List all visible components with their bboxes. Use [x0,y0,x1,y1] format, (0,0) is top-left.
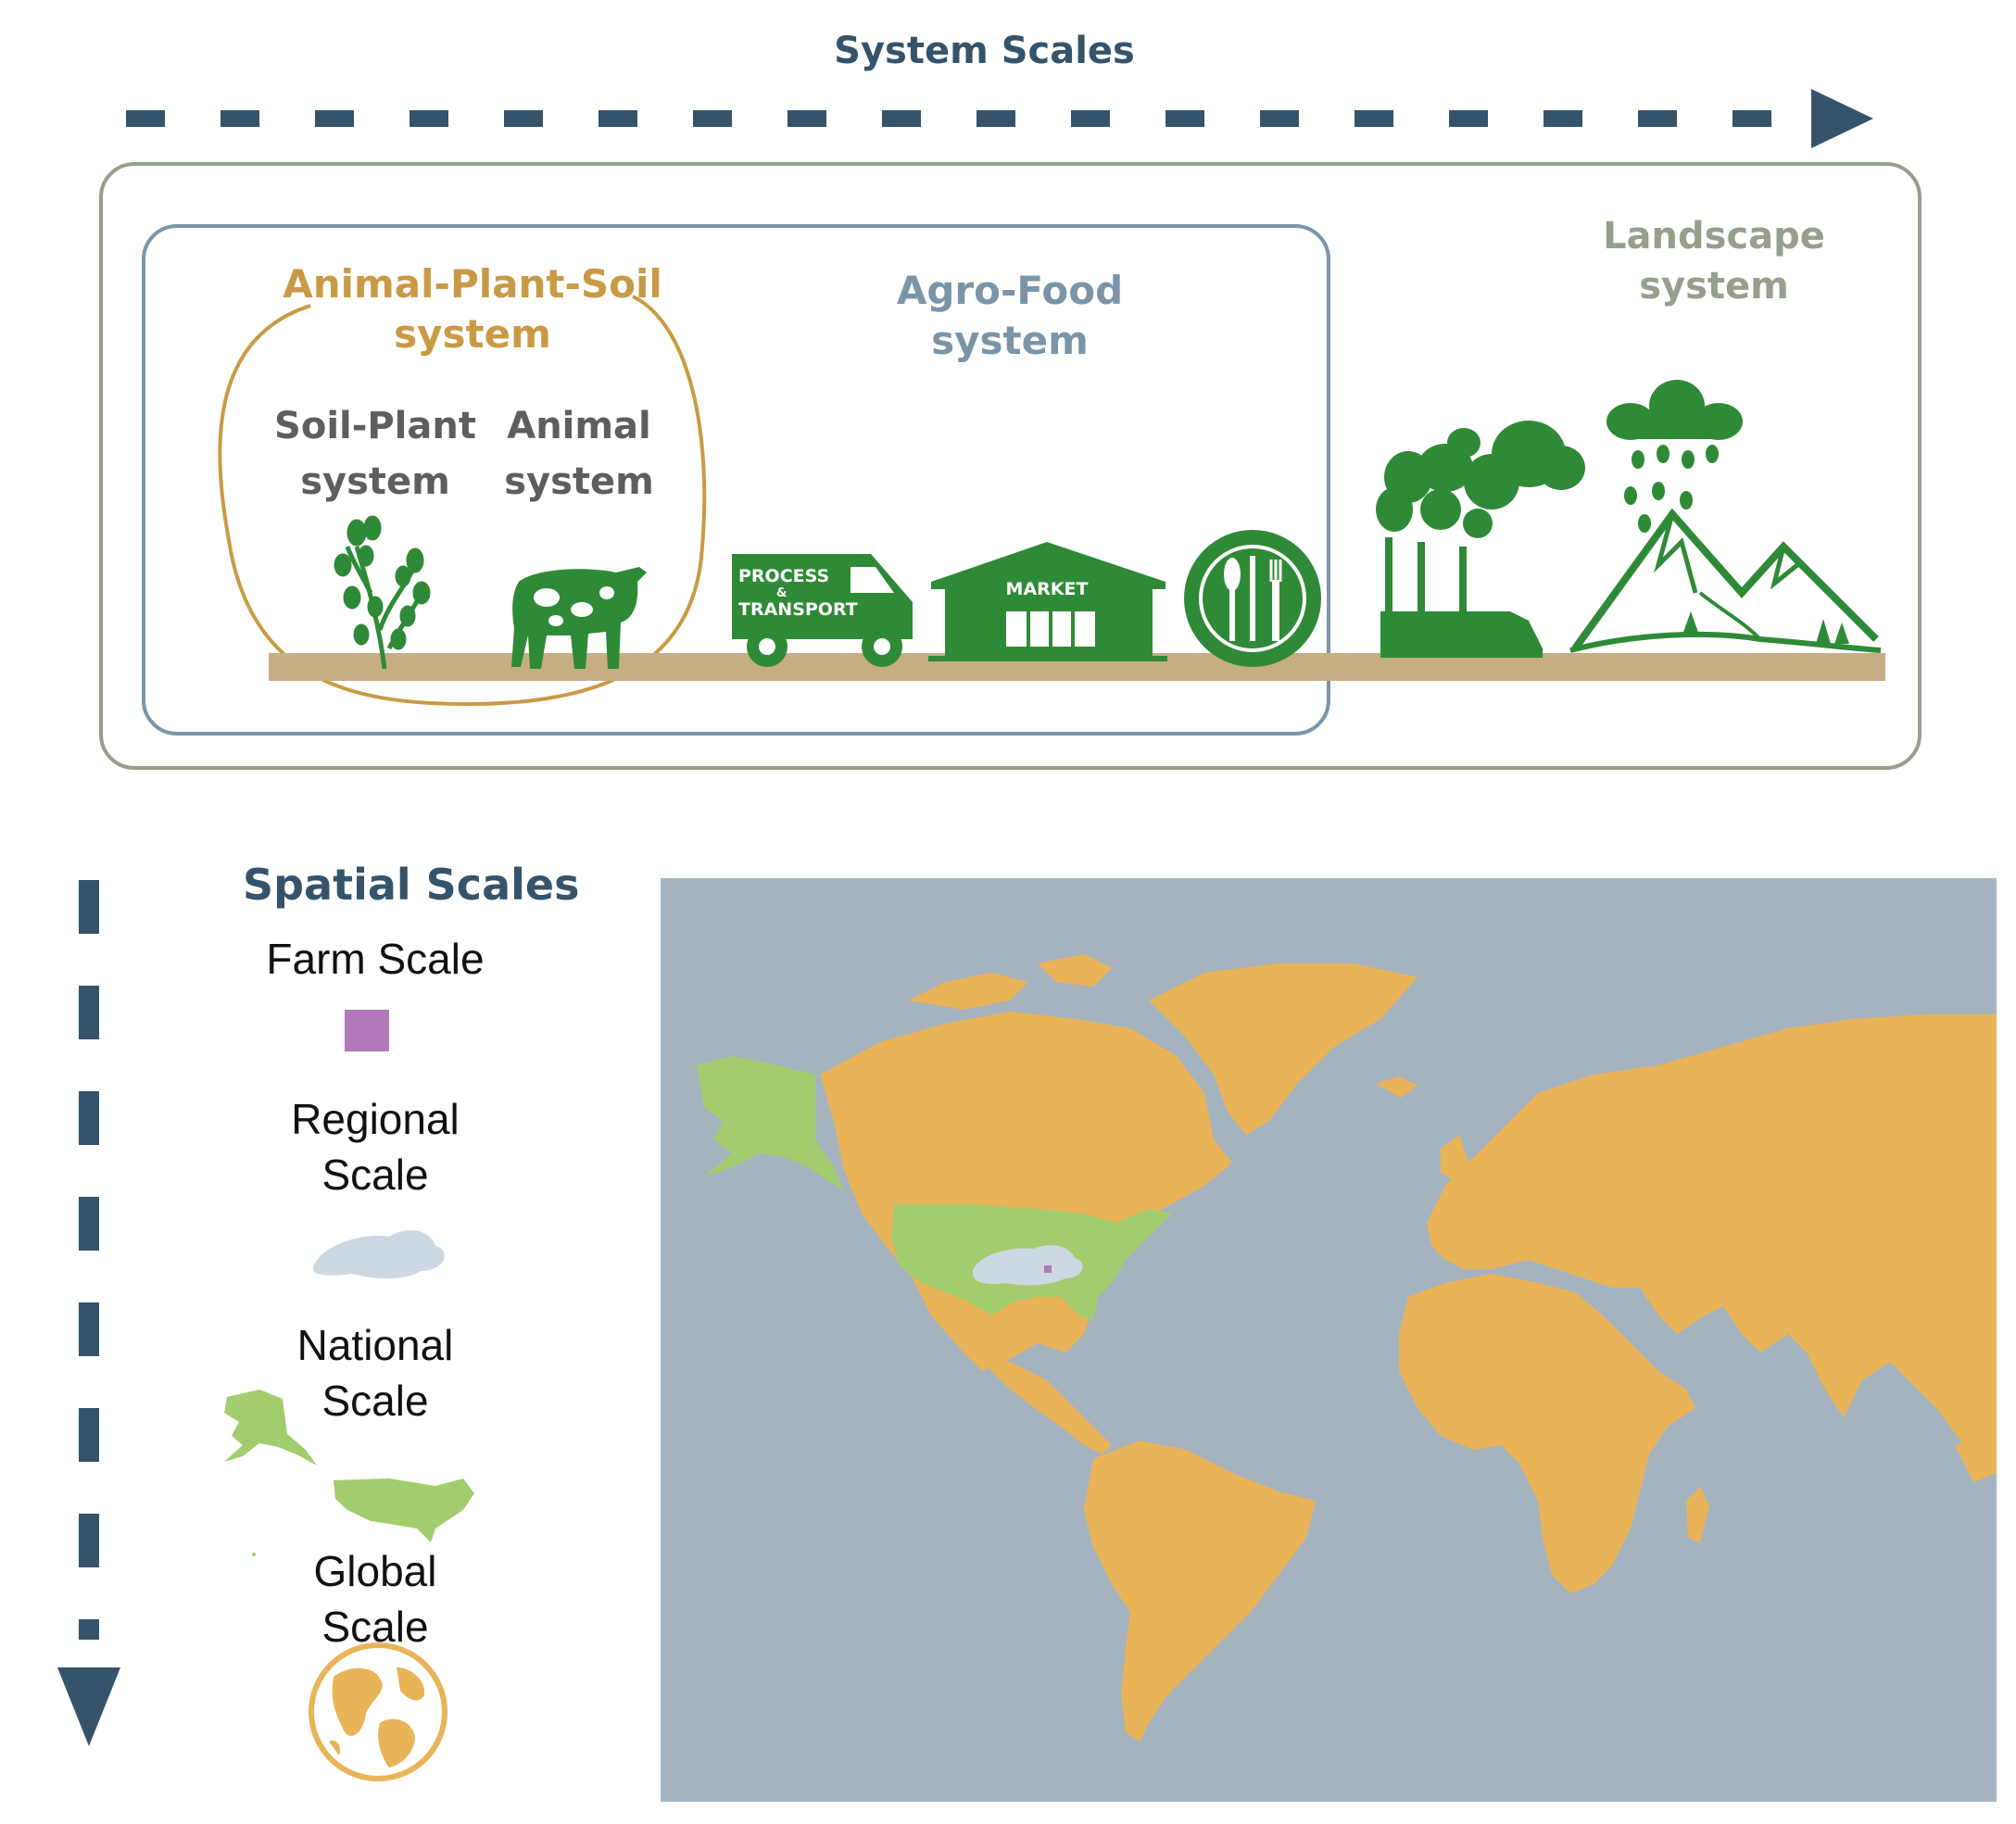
soil-plant-subtitle: system [300,460,450,503]
national-scale-title: National [296,1321,454,1369]
agro-food-label: Agro-Food system [862,266,1158,366]
cow-icon [511,567,647,669]
farm-scale-title: Farm Scale [266,935,485,983]
agro-food-system-box [142,224,1330,736]
truck-label-line2: & [776,586,787,600]
animal-subtitle: system [504,460,654,503]
system-scales-title: System Scales [834,30,1135,72]
global-scale-subtitle: Scale [321,1603,429,1651]
animal-plant-soil-subtitle: system [394,311,551,357]
global-scale-icon [309,1642,447,1781]
truck-label-line1: PROCESS [738,566,829,586]
regional-scale-icon [312,1229,445,1279]
animal-plant-soil-loop [218,295,707,707]
system-scales-arrow [126,89,1873,148]
farm-scale-icon [345,1010,389,1051]
factory-smoke-icon [1376,421,1585,658]
soil-plant-title: Soil-Plant [274,405,476,447]
animal-plant-soil-label: Animal-Plant-Soil system [278,259,667,359]
map-farm-marker [1044,1265,1052,1273]
national-scale-icon [224,1390,474,1556]
map-regional-area [972,1245,1083,1286]
national-scale-label: National Scale [232,1317,519,1428]
soil-plant-label: Soil-Plant system [269,398,482,509]
animal-title: Animal [507,405,651,447]
world-map [661,878,1997,1802]
global-scale-label: Global Scale [232,1543,519,1654]
agro-food-title: Agro-Food [896,268,1124,313]
landscape-subtitle: system [1639,265,1789,308]
regional-scale-subtitle: Scale [321,1151,429,1199]
national-scale-subtitle: Scale [321,1377,429,1425]
process-transport-truck-icon [732,554,913,667]
regional-scale-title: Regional [291,1095,460,1143]
landscape-system-box [99,162,1922,770]
market-label: MARKET [1006,579,1089,599]
global-scale-title: Global [313,1547,437,1595]
plate-cutlery-icon [1184,530,1321,667]
market-icon [928,542,1167,661]
spatial-scales-arrow [57,880,120,1746]
truck-label-line3: TRANSPORT [738,599,858,620]
landscape-title: Landscape [1603,215,1825,258]
farm-scale-label: Farm Scale [232,931,519,987]
animal-plant-soil-title: Animal-Plant-Soil [283,261,662,307]
animal-label: Animal system [491,398,667,509]
mountain-rain-icon [1569,380,1882,653]
landscape-label: Landscape system [1575,211,1853,311]
agro-food-subtitle: system [931,318,1089,363]
spatial-scales-title: Spatial Scales [243,860,580,910]
plant-icon [334,515,431,670]
regional-scale-label: Regional Scale [232,1091,519,1202]
map-alaska [697,1056,843,1190]
